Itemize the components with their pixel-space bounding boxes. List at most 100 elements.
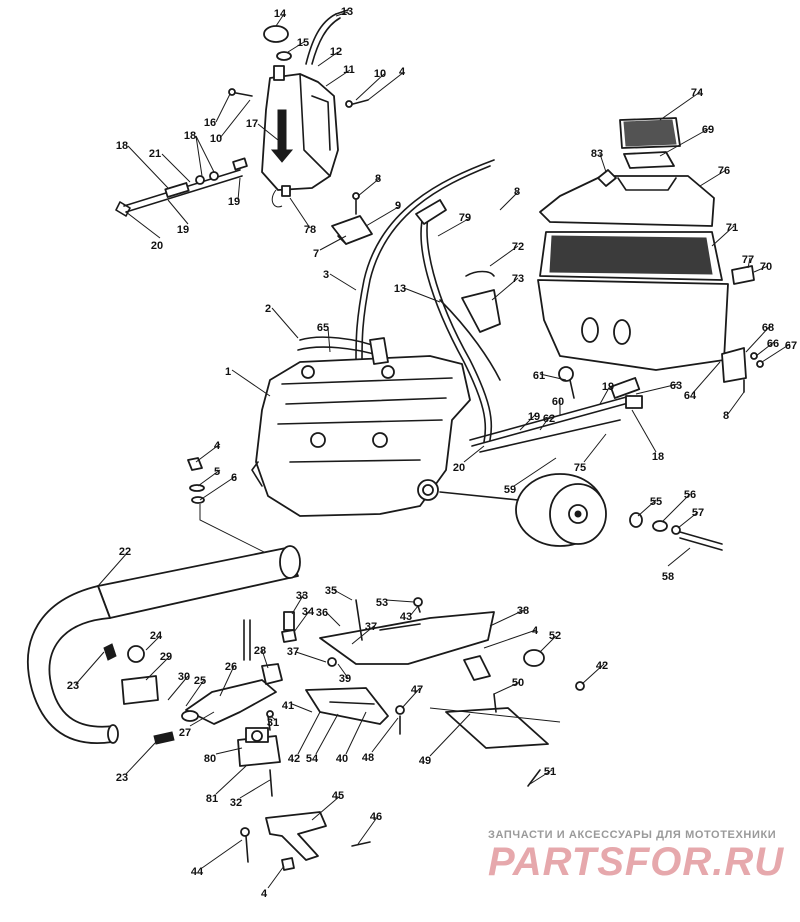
leader-lines xyxy=(75,11,791,889)
callout-c1: 1 xyxy=(225,366,231,378)
callout-c18b: 18 xyxy=(184,130,196,142)
callout-c17: 17 xyxy=(246,118,258,130)
oil-line-assembly xyxy=(115,157,248,217)
callout-c20a: 20 xyxy=(151,240,163,252)
callout-c35: 35 xyxy=(325,585,337,597)
callout-c42a: 42 xyxy=(596,660,608,672)
callout-c75: 75 xyxy=(574,462,586,474)
callout-c19d: 19 xyxy=(528,411,540,423)
callout-c36: 36 xyxy=(316,607,328,619)
callout-c70: 70 xyxy=(760,261,772,273)
cables xyxy=(355,159,501,443)
callout-c2: 2 xyxy=(265,303,271,315)
watermark-brand-logo: PARTSFOR.RU xyxy=(488,840,785,884)
callout-c24: 24 xyxy=(150,630,163,642)
callout-c57: 57 xyxy=(692,507,704,519)
callout-c50: 50 xyxy=(512,677,524,689)
callout-c63: 63 xyxy=(670,380,682,392)
callout-c77: 77 xyxy=(742,254,754,266)
callout-c43: 43 xyxy=(400,611,412,623)
callout-c42b: 42 xyxy=(288,753,300,765)
callout-c23b: 23 xyxy=(116,772,128,784)
mount-hardware-left xyxy=(187,457,281,561)
callout-c4b: 4 xyxy=(214,440,221,452)
callout-c37b: 37 xyxy=(287,646,299,658)
callout-c13: 13 xyxy=(341,6,353,18)
callout-c69: 69 xyxy=(702,124,714,136)
callout-c34: 34 xyxy=(302,606,315,618)
callout-c66: 66 xyxy=(767,338,779,350)
callout-c41: 41 xyxy=(282,700,294,712)
callout-c79: 79 xyxy=(459,212,471,224)
callout-c4d: 4 xyxy=(261,888,268,900)
oil-tank xyxy=(228,9,369,208)
callout-c76: 76 xyxy=(718,165,730,177)
callout-c67: 67 xyxy=(785,340,797,352)
callout-c61: 61 xyxy=(533,370,545,382)
callout-c26: 26 xyxy=(225,661,237,673)
callout-c48: 48 xyxy=(362,752,374,764)
callout-c28: 28 xyxy=(254,645,266,657)
mount-plate-right xyxy=(445,649,585,787)
callout-c13b: 13 xyxy=(394,283,406,295)
recoil-starter xyxy=(439,473,723,551)
callout-c81: 81 xyxy=(206,793,218,805)
callout-c54: 54 xyxy=(306,753,319,765)
lower-bracket xyxy=(240,811,371,871)
callout-c62: 62 xyxy=(543,413,555,425)
callout-c20b: 20 xyxy=(453,462,465,474)
callout-c56: 56 xyxy=(684,489,696,501)
callout-c11: 11 xyxy=(343,64,355,76)
callout-c19a: 19 xyxy=(228,196,240,208)
callout-c16: 16 xyxy=(204,117,216,129)
callout-c44: 44 xyxy=(191,866,204,878)
exhaust-manifold xyxy=(121,645,283,725)
callout-c19c: 19 xyxy=(602,381,614,393)
callout-c18c: 18 xyxy=(652,451,664,463)
callout-c55: 55 xyxy=(650,496,662,508)
callout-c30: 30 xyxy=(178,671,190,683)
callout-c27: 27 xyxy=(179,727,191,739)
callout-c53: 53 xyxy=(376,597,388,609)
engine-block xyxy=(251,336,471,517)
callout-c4a: 4 xyxy=(399,66,406,78)
callout-c80: 80 xyxy=(204,753,216,765)
callout-c5: 5 xyxy=(214,466,220,478)
callout-c39: 39 xyxy=(339,673,351,685)
callout-c3: 3 xyxy=(323,269,329,281)
callout-c8c: 8 xyxy=(723,410,729,422)
oil-tank-bracket xyxy=(331,192,373,245)
callout-c52: 52 xyxy=(549,630,561,642)
callout-c19b: 19 xyxy=(177,224,189,236)
callout-c71: 71 xyxy=(726,222,738,234)
callout-c46: 46 xyxy=(370,811,382,823)
ground-line xyxy=(429,707,561,723)
callout-c18a: 18 xyxy=(116,140,128,152)
callout-c25: 25 xyxy=(194,675,206,687)
callout-c33: 33 xyxy=(296,590,308,602)
callout-c12: 12 xyxy=(330,46,342,58)
callout-c68: 68 xyxy=(762,322,774,334)
callout-c6: 6 xyxy=(231,472,237,484)
callout-c10b: 10 xyxy=(210,133,222,145)
callout-c60: 60 xyxy=(552,396,564,408)
callout-c7: 7 xyxy=(313,248,319,260)
callout-c58: 58 xyxy=(662,571,674,583)
callout-c45: 45 xyxy=(332,790,344,802)
callout-c14: 14 xyxy=(274,8,287,20)
callout-c73: 73 xyxy=(512,273,524,285)
callout-c9: 9 xyxy=(395,200,401,212)
callout-c37: 37 xyxy=(365,621,377,633)
callout-c65: 65 xyxy=(317,322,329,334)
callout-c72: 72 xyxy=(512,241,524,253)
callout-c32: 32 xyxy=(230,797,242,809)
callout-c38: 38 xyxy=(517,605,529,617)
exhaust-silencer xyxy=(27,545,301,745)
callout-c59: 59 xyxy=(504,484,516,496)
engine-mount xyxy=(237,710,281,797)
callout-c51: 51 xyxy=(544,766,556,778)
callout-c64: 64 xyxy=(684,390,697,402)
callout-c22: 22 xyxy=(119,546,131,558)
